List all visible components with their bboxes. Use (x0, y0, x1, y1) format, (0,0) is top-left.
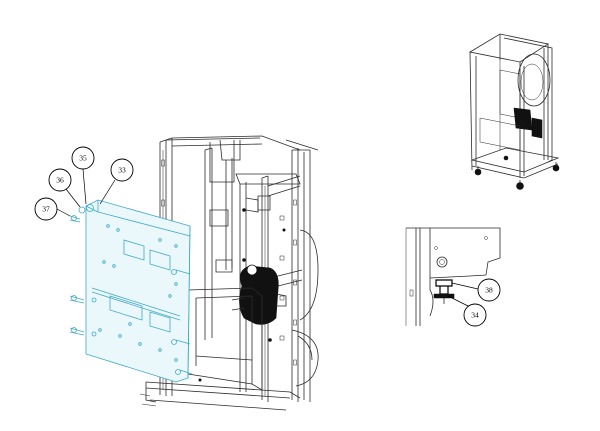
mounting-plate-highlight (69, 199, 193, 383)
detail-view (405, 227, 501, 326)
callout-33-label: 33 (118, 166, 126, 175)
callout-36: 36 (48, 168, 72, 192)
callout-34-label: 34 (471, 311, 479, 320)
callout-37: 37 (34, 197, 58, 221)
callout-33: 33 (110, 158, 134, 182)
isometric-thumbnail (468, 33, 560, 190)
callout-35-label: 35 (79, 154, 87, 163)
callout-34: 34 (463, 303, 487, 327)
callout-36-label: 36 (56, 176, 64, 185)
main-frame-view (139, 135, 319, 411)
callout-38-label: 38 (485, 286, 493, 295)
leader-lines (56, 168, 479, 308)
callout-35: 35 (71, 146, 95, 170)
callout-37-label: 37 (42, 205, 50, 214)
callout-38: 38 (477, 278, 501, 302)
